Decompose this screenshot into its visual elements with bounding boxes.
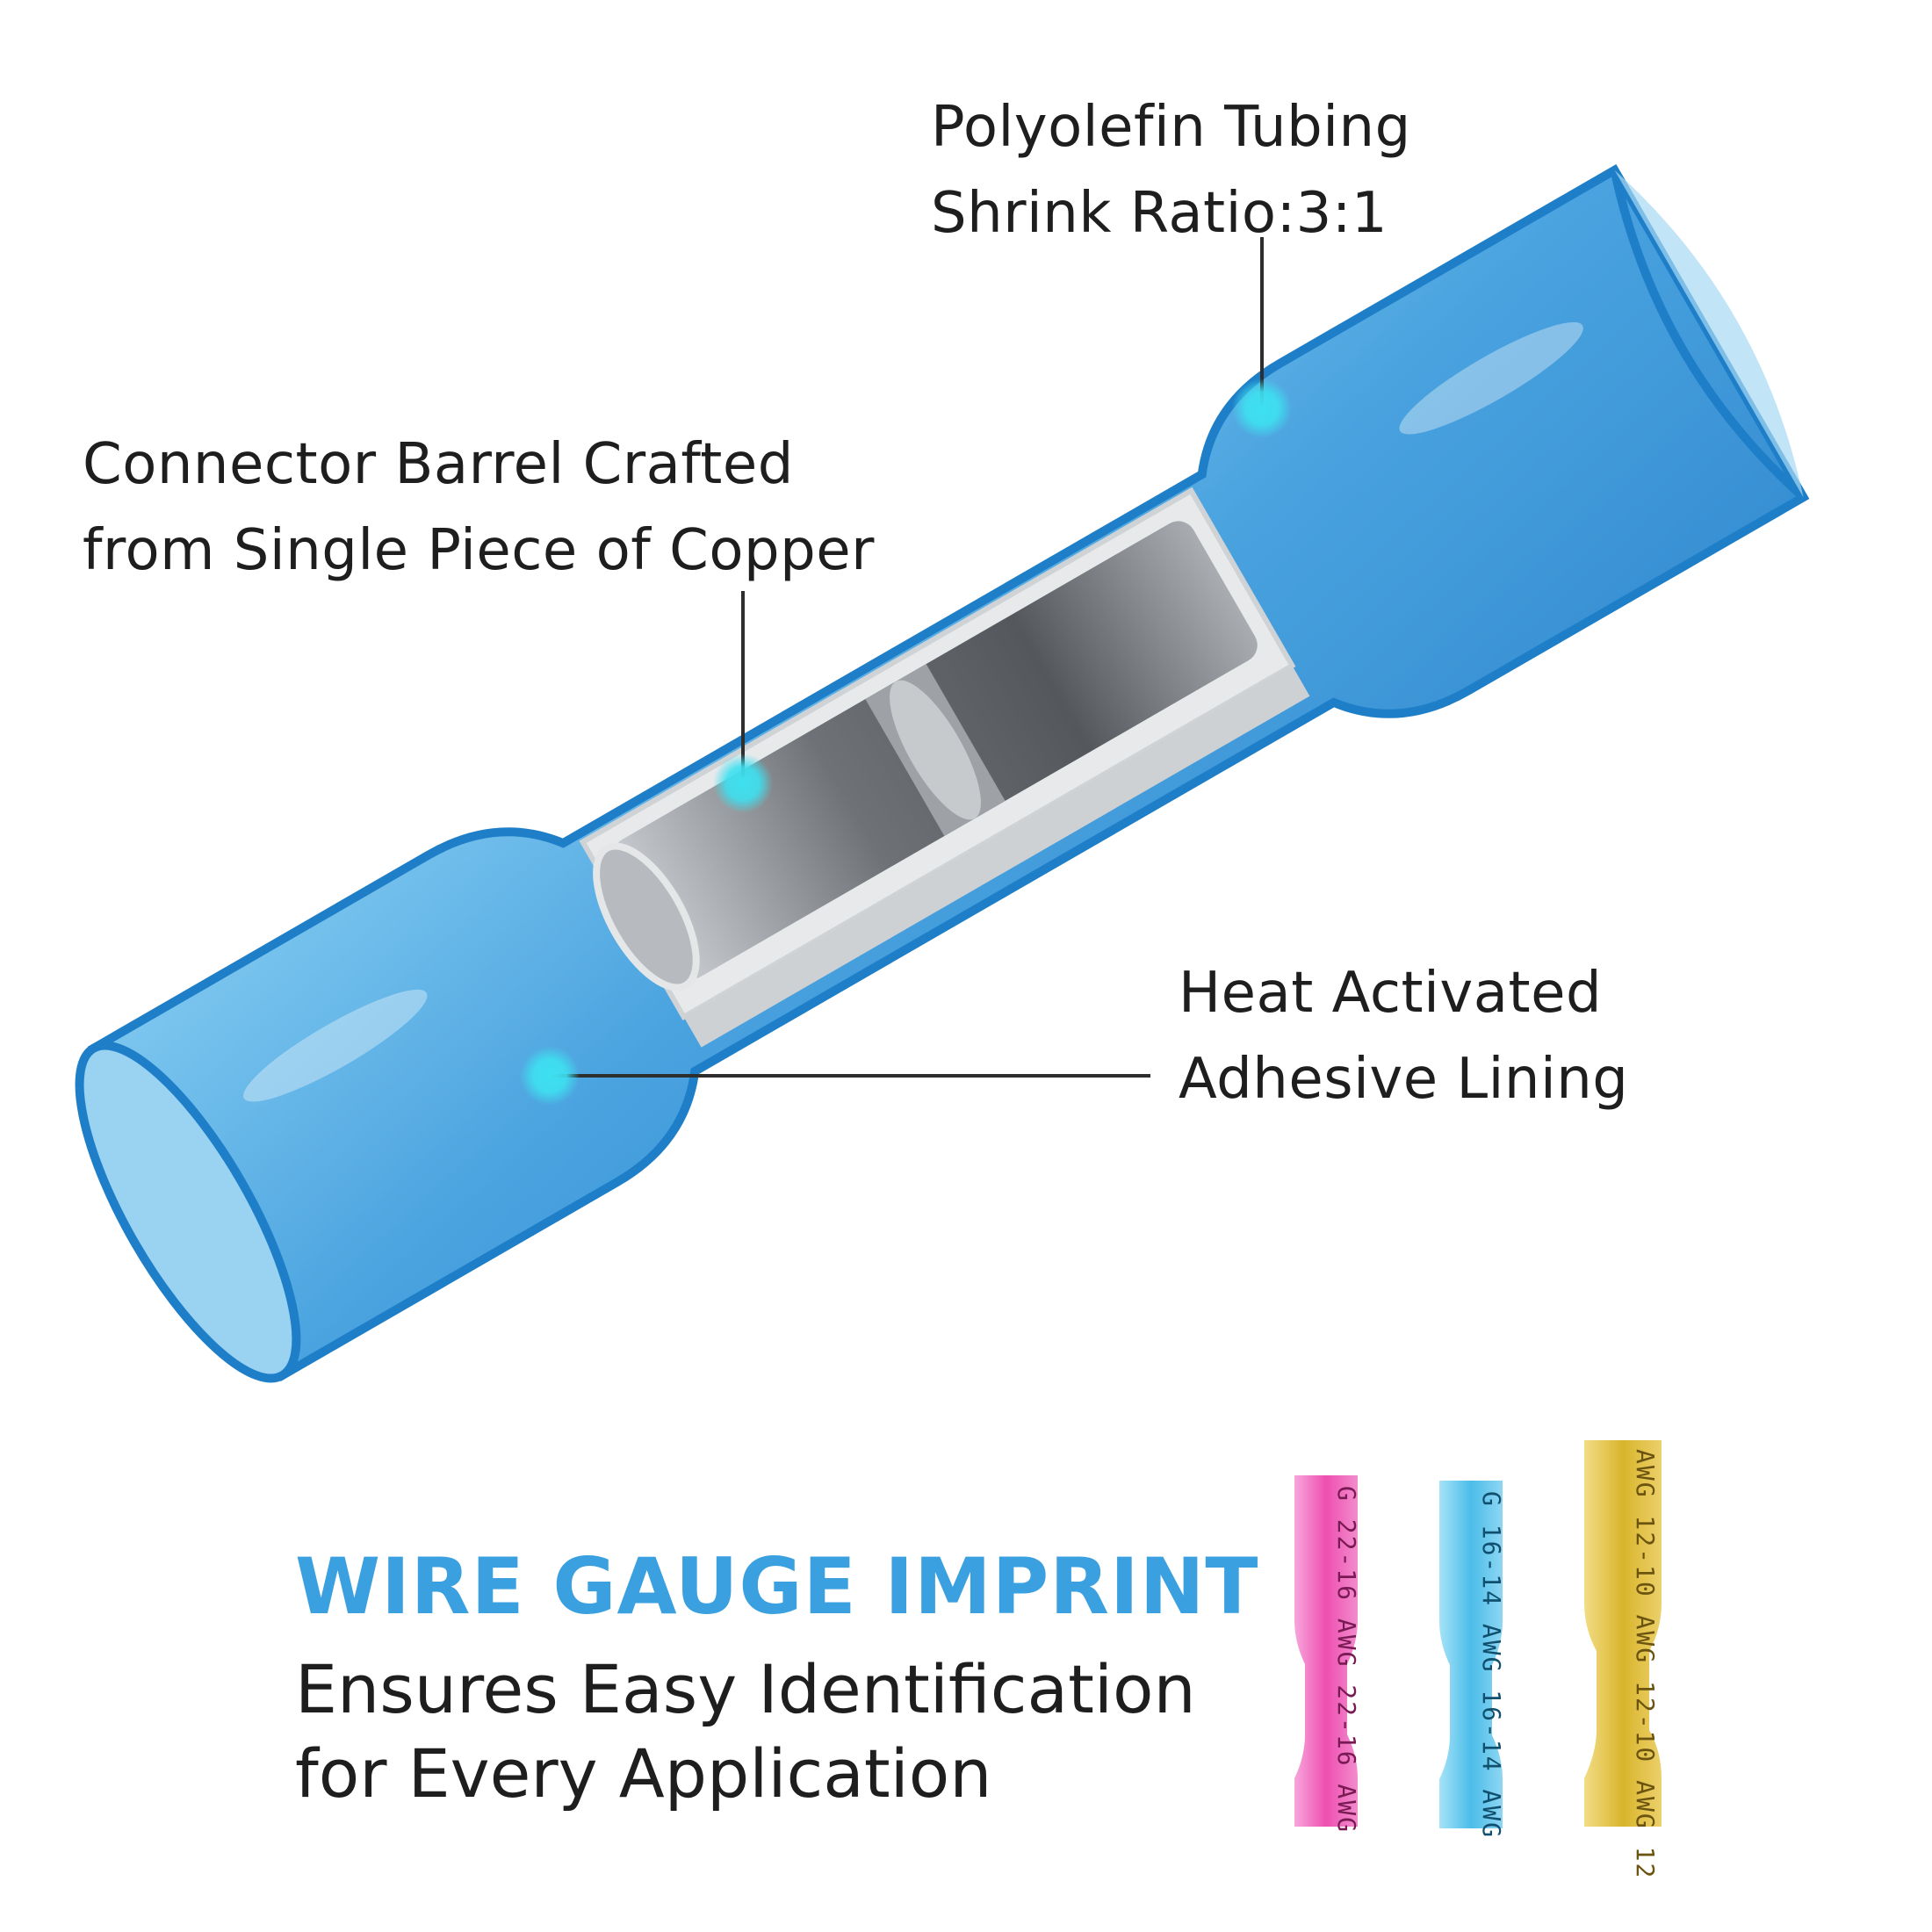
feature-tagline-line1: Ensures Easy Identification — [295, 1650, 1196, 1728]
callout-tubing-label: Polyolefin Tubing Shrink Ratio:3:1 — [931, 84, 1411, 256]
connector-cyan-imprint: G 16-14 AWG 16-14 AWG — [1477, 1491, 1506, 1839]
callout-barrel-label: Connector Barrel Crafted from Single Pie… — [83, 422, 875, 594]
callout-tubing-line2: Shrink Ratio:3:1 — [931, 181, 1388, 246]
adhesive-callout-dot — [520, 1046, 580, 1106]
tubing-callout-dot — [1232, 378, 1292, 438]
callout-adhesive-label: Heat Activated Adhesive Lining — [1179, 950, 1628, 1122]
butt-connector-cutaway — [75, 163, 1810, 1383]
feature-tagline: Ensures Easy Identification for Every Ap… — [295, 1647, 1196, 1816]
feature-headline: WIRE GAUGE IMPRINT — [295, 1541, 1259, 1632]
connector-pink: G 22-16 AWG 22-16 AWG — [1294, 1475, 1361, 1834]
connector-yellow: AWG 12-10 AWG 12-10 AWG 12 — [1584, 1440, 1662, 1879]
callout-tubing-line1: Polyolefin Tubing — [931, 95, 1411, 160]
callout-adhesive-line2: Adhesive Lining — [1179, 1047, 1629, 1112]
tube-right-opening — [1610, 169, 1806, 501]
barrel-callout-dot — [713, 753, 773, 813]
connector-pink-imprint: G 22-16 AWG 22-16 AWG — [1332, 1486, 1361, 1834]
callout-barrel-line1: Connector Barrel Crafted — [83, 432, 794, 497]
tube-left-opening — [75, 1041, 301, 1383]
feature-tagline-line2: for Every Application — [295, 1734, 992, 1813]
callout-barrel-line2: from Single Piece of Copper — [83, 518, 875, 583]
callout-adhesive-line1: Heat Activated — [1179, 961, 1603, 1026]
connector-cyan: G 16-14 AWG 16-14 AWG — [1439, 1481, 1506, 1839]
adhesive-lining — [683, 665, 1310, 1048]
connector-yellow-imprint: AWG 12-10 AWG 12-10 AWG 12 — [1631, 1449, 1660, 1879]
